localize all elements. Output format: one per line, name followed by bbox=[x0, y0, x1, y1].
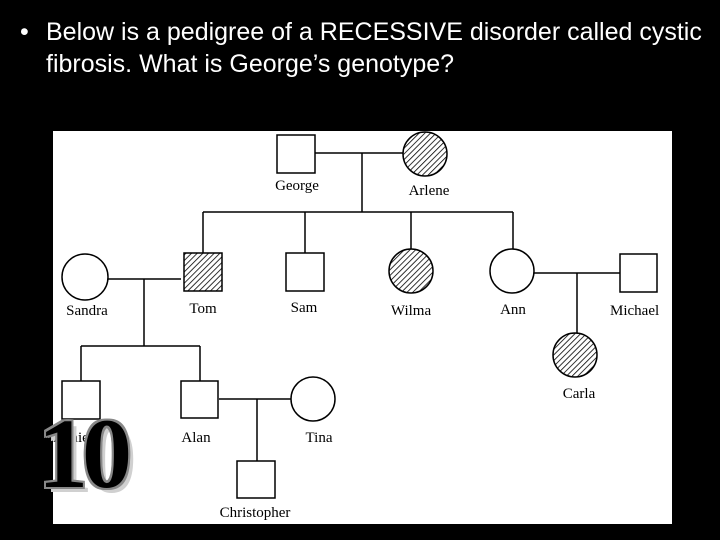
slide-counter-number: 10 bbox=[38, 398, 132, 509]
pedigree-svg: George Arlene Sandra Tom Sam Wilma Ann M… bbox=[53, 131, 659, 521]
alan-square bbox=[180, 380, 219, 419]
sandra-circle bbox=[61, 253, 109, 301]
carla-circle-affected bbox=[552, 332, 598, 378]
bullet-glyph: • bbox=[20, 18, 29, 46]
pedigree-chart: George Arlene Sandra Tom Sam Wilma Ann M… bbox=[53, 131, 672, 524]
label-george: George bbox=[275, 178, 319, 194]
label-ann: Ann bbox=[500, 302, 526, 318]
pedigree-lines bbox=[80, 152, 620, 461]
label-tom: Tom bbox=[189, 301, 217, 317]
ann-circle bbox=[489, 248, 535, 294]
label-alan: Alan bbox=[181, 430, 211, 446]
question-text: Below is a pedigree of a RECESSIVE disor… bbox=[46, 18, 702, 78]
michael-square bbox=[619, 253, 658, 293]
arlene-circle-affected bbox=[402, 131, 448, 177]
tom-square-affected bbox=[183, 252, 223, 292]
label-sam: Sam bbox=[291, 300, 318, 316]
sam-square bbox=[285, 252, 325, 292]
label-arlene: Arlene bbox=[409, 183, 450, 199]
label-tina: Tina bbox=[306, 430, 333, 446]
wilma-circle-affected bbox=[388, 248, 434, 294]
george-square bbox=[276, 134, 316, 174]
daniel-square bbox=[61, 380, 101, 420]
label-daniel: Daniel bbox=[53, 430, 93, 446]
label-christopher: Christopher bbox=[220, 505, 291, 521]
label-carla: Carla bbox=[563, 386, 596, 402]
label-wilma: Wilma bbox=[391, 303, 432, 319]
label-michael: Michael bbox=[610, 303, 659, 319]
christopher-square bbox=[236, 460, 276, 499]
tina-circle bbox=[290, 376, 336, 422]
label-sandra: Sandra bbox=[66, 303, 108, 319]
question-bullet-item: • Below is a pedigree of a RECESSIVE dis… bbox=[20, 16, 710, 80]
